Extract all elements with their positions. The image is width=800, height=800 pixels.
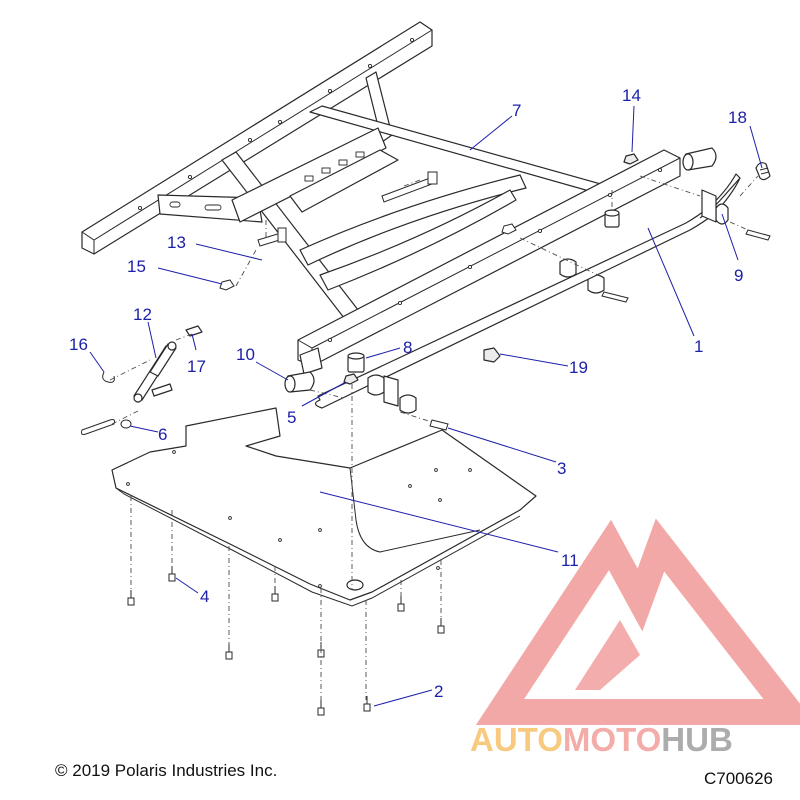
frame-center-bolt (381, 171, 438, 203)
watermark-text-auto: AUTO (470, 721, 563, 758)
callout-labels: 1 2 3 4 5 6 7 8 9 10 11 12 13 14 15 16 1… (69, 86, 747, 701)
callout-17: 17 (187, 357, 206, 376)
hairpin-clip (81, 419, 115, 435)
automotohub-watermark: AUTOMOTOHUB (470, 518, 800, 758)
frame-front-rail (297, 149, 681, 367)
callout-7: 7 (512, 101, 521, 120)
callout-18: 18 (728, 108, 747, 127)
callout-5: 5 (287, 408, 296, 427)
skid-bolt (437, 618, 445, 634)
bolt-4 (168, 566, 176, 582)
bushing-front-right (399, 394, 417, 414)
pin-17 (185, 325, 203, 337)
skid-bolt (225, 644, 233, 660)
callout-4: 4 (200, 587, 209, 606)
frame-assembly (81, 21, 681, 375)
frame-rubber-bumper (604, 209, 620, 228)
front-rail-holes (327, 167, 663, 343)
frame-front-tab (299, 347, 323, 375)
callout-13: 13 (167, 233, 186, 252)
watermark-logo-triangle (475, 518, 800, 725)
callout-8: 8 (403, 338, 412, 357)
bushing-mid (559, 258, 577, 278)
pin-strut-lower (151, 383, 173, 397)
skid-bolt (127, 590, 135, 606)
callout-15: 15 (127, 257, 146, 276)
callout-19: 19 (569, 358, 588, 377)
callout-6: 6 (158, 425, 167, 444)
frame-lower-curve (299, 174, 527, 266)
callout-1: 1 (694, 337, 703, 356)
frame-inner-cross-2 (289, 149, 399, 213)
callout-16: 16 (69, 335, 88, 354)
skid-bolt (271, 586, 279, 602)
callout-3: 3 (557, 459, 566, 478)
bolt-3 (429, 419, 449, 431)
rear-rail-holes (137, 37, 415, 211)
diagram-code: C700626 (704, 769, 773, 788)
bracket-9 (701, 189, 729, 225)
bushing-cylinder-top (682, 147, 717, 171)
callout-leaders (89, 105, 763, 707)
frame-center-nut (501, 223, 517, 235)
nut-15 (219, 279, 235, 291)
callout-2: 2 (434, 682, 443, 701)
skid-bolt (317, 700, 325, 716)
skid-plate-holes (126, 450, 472, 588)
callout-11: 11 (561, 551, 579, 570)
frame-lower-curve-2 (319, 189, 517, 291)
bolt-13 (257, 227, 287, 247)
watermark-text-moto: MOTO (563, 721, 661, 758)
nut-14 (623, 153, 639, 165)
bolt-2 (363, 696, 371, 712)
copyright-text: © 2019 Polaris Industries Inc. (55, 761, 277, 780)
bushing-18 (755, 162, 771, 181)
callout-10: 10 (236, 345, 255, 364)
svg-text:AUTOMOTOHUB: AUTOMOTOHUB (470, 721, 733, 758)
frame-inner-cross-1 (231, 127, 387, 223)
callout-12: 12 (133, 305, 152, 324)
skid-plate-bolts (127, 566, 445, 716)
bracket-bolt-right (745, 229, 771, 241)
skid-plate-11 (111, 407, 537, 607)
bushing-10 (284, 371, 315, 393)
assembly-centerlines (109, 175, 759, 700)
fitting-19 (483, 347, 501, 363)
nut-5 (343, 373, 359, 385)
stabilizer-bar-1 (314, 173, 741, 409)
gas-strut-12 (133, 341, 177, 403)
bumper-8 (347, 352, 365, 373)
clip-16 (102, 371, 115, 383)
skid-bolt (397, 596, 405, 612)
callout-14: 14 (622, 86, 641, 105)
bushing-front-left (367, 374, 399, 407)
bolt-mid (601, 291, 629, 303)
ring-6 (120, 419, 132, 429)
callout-9: 9 (734, 266, 743, 285)
watermark-text-hub: HUB (661, 721, 733, 758)
